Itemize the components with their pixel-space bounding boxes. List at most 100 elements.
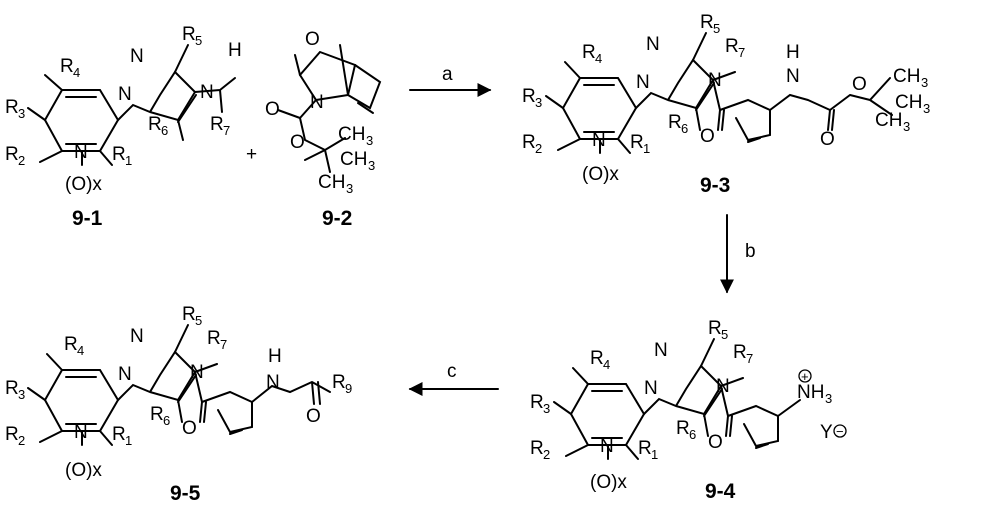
svg-text:R: R	[725, 36, 739, 57]
svg-text:N: N	[786, 66, 800, 87]
svg-text:2: 2	[18, 153, 25, 168]
svg-text:6: 6	[161, 123, 168, 138]
step-label-a: a	[442, 64, 453, 85]
compound-label-9-2: 9-2	[322, 207, 352, 230]
svg-text:(O)x: (O)x	[65, 460, 102, 481]
svg-text:3: 3	[825, 391, 832, 406]
svg-text:N: N	[654, 340, 668, 361]
svg-text:5: 5	[721, 327, 728, 342]
atom-R: R	[60, 56, 74, 77]
svg-text:N: N	[200, 82, 214, 103]
svg-text:N: N	[592, 130, 606, 151]
svg-text:6: 6	[689, 427, 696, 442]
svg-text:O: O	[820, 129, 835, 150]
svg-text:R: R	[207, 328, 221, 349]
svg-text:R: R	[630, 132, 644, 153]
svg-text:R: R	[582, 42, 596, 63]
svg-text:4: 4	[603, 357, 610, 372]
svg-text:N: N	[646, 34, 660, 55]
svg-text:3: 3	[921, 75, 928, 90]
svg-text:N: N	[190, 362, 204, 383]
compound-9-4: R4 R3 R2 N R1 (O)x N N R5 N R7 R6 O NH3 …	[530, 318, 846, 503]
svg-text:R: R	[5, 144, 19, 165]
svg-text:7: 7	[220, 337, 227, 352]
svg-text:N: N	[266, 372, 280, 393]
svg-text:+: +	[801, 369, 809, 384]
svg-text:R: R	[182, 24, 196, 45]
svg-text:NH: NH	[797, 382, 824, 403]
svg-text:3: 3	[368, 158, 375, 173]
svg-text:N: N	[644, 378, 658, 399]
svg-text:O: O	[700, 126, 715, 147]
svg-text:H: H	[268, 346, 282, 367]
step-label-c: c	[447, 361, 457, 382]
svg-text:(O)x: (O)x	[582, 164, 619, 185]
svg-text:4: 4	[77, 343, 84, 358]
svg-text:CH: CH	[340, 149, 367, 170]
svg-text:R: R	[5, 97, 19, 118]
svg-text:4: 4	[595, 51, 602, 66]
svg-text:R: R	[708, 318, 722, 339]
compound-label-9-3: 9-3	[700, 174, 730, 197]
svg-text:N: N	[310, 92, 324, 113]
svg-text:1: 1	[651, 447, 658, 462]
svg-text:R: R	[522, 132, 536, 153]
svg-text:O: O	[290, 132, 305, 153]
svg-text:O: O	[306, 406, 321, 427]
svg-text:−: −	[836, 424, 844, 439]
svg-text:5: 5	[195, 33, 202, 48]
svg-text:5: 5	[195, 313, 202, 328]
svg-text:R: R	[733, 342, 747, 363]
svg-text:2: 2	[543, 447, 550, 462]
svg-text:R: R	[668, 112, 682, 133]
svg-text:R: R	[64, 334, 78, 355]
svg-text:N: N	[716, 376, 730, 397]
compound-9-5: R4 R3 R2 N R1 (O)x N N R5 N R7 R6 O H N …	[5, 304, 352, 505]
svg-text:H: H	[228, 40, 242, 61]
svg-text:R: R	[638, 438, 652, 459]
compound-9-2: O N O O CH3 CH3 CH3 9-2	[265, 29, 380, 230]
svg-text:3: 3	[346, 181, 353, 196]
svg-text:1: 1	[643, 141, 650, 156]
svg-text:O: O	[305, 29, 320, 50]
svg-text:Y: Y	[820, 422, 833, 443]
svg-text:R: R	[150, 404, 164, 425]
svg-text:5: 5	[713, 21, 720, 36]
svg-text:H: H	[786, 42, 800, 63]
svg-text:R: R	[5, 424, 19, 445]
svg-text:3: 3	[903, 119, 910, 134]
svg-text:R: R	[530, 438, 544, 459]
svg-text:N: N	[636, 72, 650, 93]
compound-label-9-1: 9-1	[72, 207, 103, 230]
svg-text:R: R	[522, 86, 536, 107]
compound-9-1: R4 R3 R2 N R1 (O)x N N R5 N H R7 R6 9-1	[5, 24, 242, 230]
svg-text:R: R	[182, 304, 196, 325]
svg-text:3: 3	[18, 387, 25, 402]
svg-text:1: 1	[125, 153, 132, 168]
svg-text:1: 1	[125, 433, 132, 448]
svg-text:3: 3	[535, 95, 542, 110]
svg-text:R: R	[530, 392, 544, 413]
svg-text:CH: CH	[893, 66, 920, 87]
svg-text:(O)x: (O)x	[590, 472, 627, 493]
svg-text:R: R	[5, 378, 19, 399]
svg-text:R: R	[676, 418, 690, 439]
svg-text:7: 7	[738, 45, 745, 60]
compound-label-9-5: 9-5	[170, 482, 201, 505]
svg-text:R: R	[700, 12, 714, 33]
svg-text:O: O	[708, 432, 723, 453]
svg-text:3: 3	[923, 101, 930, 116]
svg-text:2: 2	[535, 141, 542, 156]
svg-text:N: N	[74, 142, 88, 163]
svg-text:7: 7	[746, 351, 753, 366]
svg-text:R: R	[148, 114, 162, 135]
svg-text:CH: CH	[875, 110, 902, 131]
svg-text:R: R	[590, 348, 604, 369]
compound-9-3: R4 R3 R2 N R1 (O)x N N R5 N R7 R6 O H N …	[522, 12, 930, 197]
svg-text:7: 7	[223, 123, 230, 138]
svg-text:R: R	[332, 372, 346, 393]
svg-text:3: 3	[18, 106, 25, 121]
svg-text:(O)x: (O)x	[65, 174, 102, 195]
svg-text:N: N	[130, 326, 144, 347]
svg-text:2: 2	[18, 433, 25, 448]
